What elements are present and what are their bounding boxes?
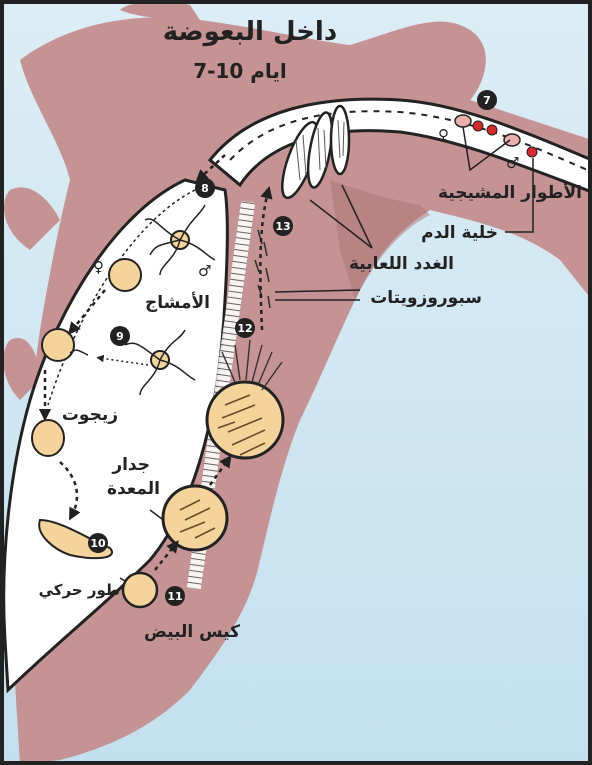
label-midgut-wall-line2: المعدة <box>107 479 160 499</box>
step-12: 12 <box>235 318 255 338</box>
oocyst-small <box>123 573 157 607</box>
step-11: 11 <box>165 586 185 606</box>
label-salivary-glands: الغدد اللعابية <box>349 254 454 274</box>
label-midgut-wall-line1: جدار <box>111 455 150 475</box>
svg-text:8: 8 <box>201 182 209 195</box>
step-9: 9 <box>110 326 130 346</box>
label-gametes: الأمشاج <box>145 292 210 313</box>
diagram-subtitle: 7-10 ايام <box>193 59 287 83</box>
diagram-title: داخل البعوضة <box>163 17 337 47</box>
male-symbol-gamete: ♂ <box>198 262 211 280</box>
step-8: 8 <box>195 178 215 198</box>
svg-text:13: 13 <box>275 220 290 233</box>
step-10: 10 <box>88 533 108 553</box>
label-oocyst: كيس البيض <box>144 622 240 642</box>
oocyst-medium <box>163 486 227 550</box>
step-7: 7 <box>477 90 497 110</box>
label-zygote: زيجوت <box>62 405 118 425</box>
female-symbol: ♀ <box>438 126 449 144</box>
female-symbol-gamete: ♀ <box>93 258 104 276</box>
oocyst-large <box>207 382 283 458</box>
svg-text:10: 10 <box>90 537 106 550</box>
female-gamete-2 <box>42 329 74 361</box>
label-blood-cell: خلية الدم <box>421 223 498 243</box>
female-gamete <box>109 259 141 291</box>
label-ookinete: طور حركي <box>39 581 120 599</box>
label-sporozoites: سبوروزويتات <box>370 288 482 308</box>
svg-text:11: 11 <box>167 590 182 603</box>
svg-text:12: 12 <box>237 322 252 335</box>
svg-text:9: 9 <box>116 330 124 343</box>
male-symbol: ♂ <box>506 154 519 172</box>
zygote <box>32 420 64 456</box>
label-gametocytes: الأطوار المشيجية <box>438 182 582 203</box>
step-13: 13 <box>273 216 293 236</box>
svg-text:7: 7 <box>483 94 491 107</box>
